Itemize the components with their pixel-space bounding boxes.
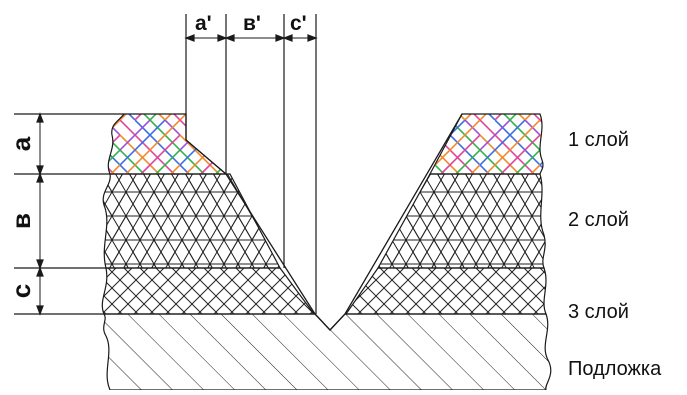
top-dimensions [184, 14, 318, 314]
dim-label-c: c [6, 284, 36, 298]
layer-2 [102, 173, 546, 269]
dim-label-c-prime: c' [290, 12, 307, 35]
side-dimensions [14, 112, 124, 316]
substrate [102, 313, 552, 391]
layer-label-1: 1 слой [568, 129, 629, 151]
layer-label-3: 3 слой [568, 301, 629, 323]
dim-label-b: в [6, 213, 36, 229]
layer-label-2: 2 слой [568, 209, 629, 231]
layer-1 [107, 113, 544, 175]
dim-label-a-prime: a' [195, 12, 212, 35]
dim-label-a: a [6, 136, 36, 151]
layer-3 [101, 267, 547, 315]
dim-label-b-prime: в' [243, 12, 261, 35]
groove-walls [185, 113, 463, 331]
layer-label-substrate: Подложка [568, 358, 662, 380]
